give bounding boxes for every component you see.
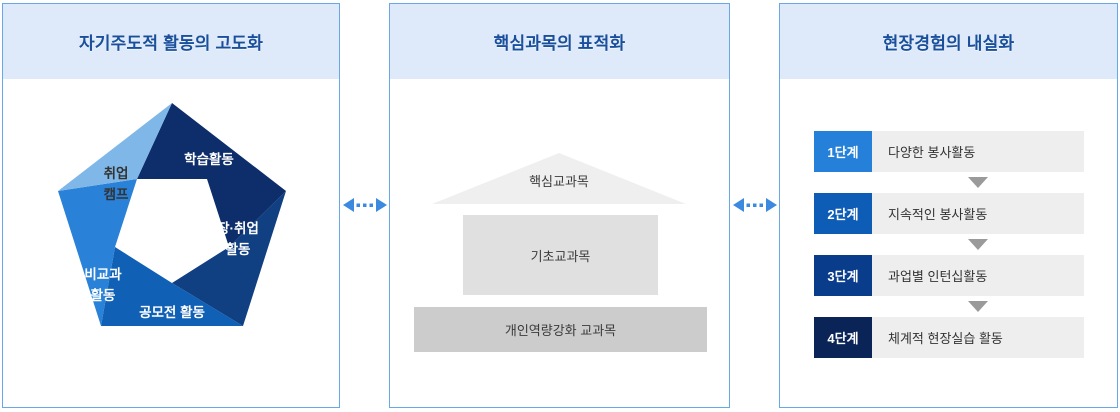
step-text-3: 과업별 인턴십활동 (872, 255, 1084, 296)
panel-3-header: 현장경험의 내실화 (780, 4, 1117, 79)
step-arrow-1 (814, 172, 1084, 193)
panel-self-directed-activity: 자기주도적 활동의 고도화 학습활동 (2, 3, 340, 408)
step-row: 2단계 지속적인 봉사활동 (814, 193, 1084, 234)
step-flow-list: 1단계 다양한 봉사활동 2단계 지속적인 봉사활동 (814, 131, 1084, 358)
chevron-down-icon (968, 301, 988, 312)
pentagon-label-jang-chwieop-line2: 활동 (226, 241, 251, 257)
panel-2-body: 핵심교과목 기초교과목 개인역량강화 교과목 (390, 79, 729, 408)
step-row: 1단계 다양한 봉사활동 (814, 131, 1084, 172)
step-arrow-2 (814, 234, 1084, 255)
connector-arrow-2 (733, 196, 777, 214)
pentagon-svg: 학습활동 장·취업 활동 공모전 활동 비교과 활동 취업 캠프 (58, 103, 286, 326)
chevron-down-icon (968, 177, 988, 188)
step-text-2: 지속적인 봉사활동 (872, 193, 1084, 234)
house-roof-label: 핵심교과목 (529, 174, 589, 189)
panel-core-subject-targeting: 핵심과목의 표적화 핵심교과목 기초교과목 개인역량강화 교과목 (389, 3, 730, 408)
panel-1-title: 자기주도적 활동의 고도화 (78, 33, 264, 53)
panel-2-title: 핵심과목의 표적화 (493, 33, 626, 53)
house-middle-tier: 기초교과목 (463, 215, 658, 295)
pentagon-segment-bigyogwa (58, 179, 137, 326)
pentagon-segment-hakseup (137, 103, 286, 247)
house-roof-shape (432, 153, 686, 204)
panel-1-body: 학습활동 장·취업 활동 공모전 활동 비교과 활동 취업 캠프 (3, 79, 339, 408)
double-dotted-arrow-icon (733, 198, 777, 212)
step-row: 4단계 체계적 현장실습 활동 (814, 317, 1084, 358)
pentagon-label-chwieop-camp-line2: 캠프 (104, 186, 129, 202)
pentagon-label-bigyogwa-line2: 활동 (91, 287, 116, 303)
house-pyramid-diagram: 핵심교과목 기초교과목 개인역량강화 교과목 (390, 79, 729, 408)
pentagon-label-chwieop-camp-line1: 취업 (104, 166, 129, 181)
pentagon-segment-jang-chwieop (172, 191, 286, 326)
house-base-tier: 개인역량강화 교과목 (414, 307, 707, 352)
step-arrow-3 (814, 296, 1084, 317)
pentagon-label-jang-chwieop-line1: 장·취업 (217, 220, 259, 236)
panel-field-experience: 현장경험의 내실화 1단계 다양한 봉사활동 2단계 지속적인 봉사활동 (779, 3, 1118, 408)
chevron-down-icon (968, 239, 988, 250)
pinwheel-pentagon-diagram: 학습활동 장·취업 활동 공모전 활동 비교과 활동 취업 캠프 (9, 91, 329, 341)
step-text-4: 체계적 현장실습 활동 (872, 317, 1084, 358)
pentagon-label-gongmojeon: 공모전 활동 (139, 304, 205, 320)
double-dotted-arrow-icon (343, 198, 387, 212)
step-badge-1: 1단계 (814, 131, 872, 172)
step-badge-4: 4단계 (814, 317, 872, 358)
panel-3-title: 현장경험의 내실화 (882, 33, 1015, 53)
step-row: 3단계 과업별 인턴십활동 (814, 255, 1084, 296)
panel-2-header: 핵심과목의 표적화 (390, 4, 729, 79)
connector-arrow-1 (343, 196, 387, 214)
panel-3-body: 1단계 다양한 봉사활동 2단계 지속적인 봉사활동 (780, 79, 1117, 408)
step-text-1: 다양한 봉사활동 (872, 131, 1084, 172)
panel-1-header: 자기주도적 활동의 고도화 (3, 4, 339, 79)
step-badge-2: 2단계 (814, 193, 872, 234)
pentagon-label-hakseup: 학습활동 (184, 151, 234, 167)
pentagon-segment-chwieop-camp (58, 103, 172, 191)
step-badge-3: 3단계 (814, 255, 872, 296)
pentagon-segment-gongmojeon (101, 247, 243, 326)
pentagon-label-bigyogwa-line1: 비교과 (84, 267, 122, 282)
